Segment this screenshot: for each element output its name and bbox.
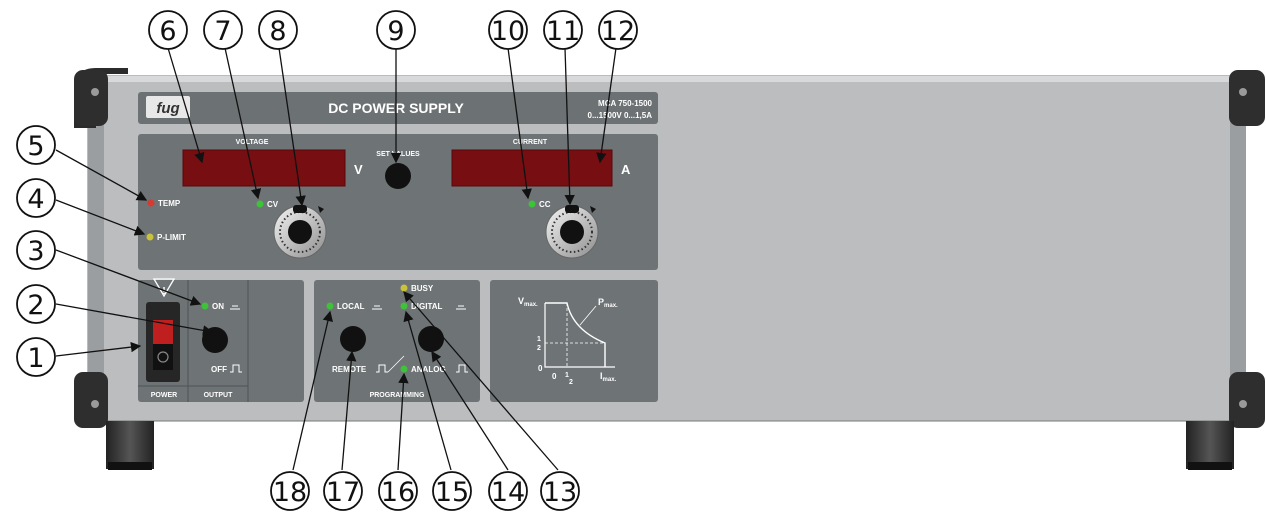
svg-text:13: 13 [543,477,577,508]
power-output-panel: ! POWER ON OFF OUTPUT [138,278,304,402]
svg-text:6: 6 [159,16,176,47]
off-label: OFF [211,365,227,374]
callout-13: 13 [540,471,580,511]
device-model: MCA 750-1500 [598,99,653,108]
local-label: LOCAL [337,302,365,311]
voltage-knob[interactable] [273,205,327,259]
current-display [451,149,613,187]
callout-3: 3 [16,230,56,270]
callout-14: 14 [488,471,528,511]
svg-text:12: 12 [601,16,635,47]
current-unit: A [621,162,631,177]
temp-led [147,199,155,207]
on-label: ON [212,302,224,311]
set-values-label: SET VALUES [376,151,420,158]
analog-label: ANALOG [411,365,446,374]
cc-led [528,200,536,208]
callout-16: 16 [378,471,418,511]
callout-17: 17 [323,471,363,511]
svg-text:9: 9 [387,16,404,47]
callout-7: 7 [203,10,243,50]
svg-text:1: 1 [27,343,44,374]
display-panel: VOLTAGE V SET VALUES CURRENT A TEMP P-LI… [138,134,658,270]
vmax-label: Vmax. [518,296,538,308]
callout-18: 18 [270,471,310,511]
plimit-led [146,233,154,241]
callout-2: 2 [16,284,56,324]
voltage-display [182,149,346,187]
svg-text:14: 14 [491,477,525,508]
svg-text:16: 16 [381,477,415,508]
half-v-num: 1 [537,336,541,343]
callout-4: 4 [16,178,56,218]
voltage-label: VOLTAGE [236,139,269,146]
pmax-label: Pmax. [598,297,618,309]
current-knob[interactable] [545,205,599,259]
cc-label: CC [539,200,551,209]
on-led [201,302,209,310]
local-led [326,302,334,310]
callout-12: 12 [598,10,638,50]
callout-6: 6 [148,10,188,50]
svg-text:!: ! [162,286,165,297]
local-remote-button[interactable] [340,326,366,352]
callout-11: 11 [543,10,583,50]
warning-icon [152,278,176,298]
zero-y-label: 0 [538,364,543,373]
busy-label: BUSY [411,284,434,293]
callout-8: 8 [258,10,298,50]
power-switch[interactable] [146,302,180,382]
corner-brackets [74,68,1265,428]
svg-text:2: 2 [27,290,44,321]
svg-text:17: 17 [326,477,360,508]
characteristic-panel: Vmax. Pmax. Imax. 0 0 1 2 1 2 [490,280,658,402]
callouts: 1 2 3 4 5 6 7 8 9 10 11 12 13 14 15 16 1… [16,10,638,511]
title-strip: fug DC POWER SUPPLY MCA 750-1500 0...150… [138,92,658,124]
svg-text:3: 3 [27,236,44,267]
voltage-unit: V [354,162,363,177]
remote-label: REMOTE [332,365,367,374]
half-i-num: 1 [565,372,569,379]
digital-label: DIGITAL [411,302,443,311]
programming-panel: BUSY LOCAL DIGITAL REMOTE ANALOG PROGRAM… [314,280,480,402]
callout-leaders [55,47,617,471]
svg-text:8: 8 [269,16,286,47]
svg-text:15: 15 [435,477,469,508]
imax-label: Imax. [600,371,617,383]
half-i-den: 2 [569,379,573,386]
callout-9: 9 [376,10,416,50]
device-range: 0...1500V 0...1,5A [588,111,653,120]
fug-logo [146,96,190,118]
set-values-button[interactable] [385,163,411,189]
svg-text:4: 4 [27,184,44,215]
output-label: OUTPUT [204,392,234,399]
svg-text:7: 7 [214,16,231,47]
zero-x-label: 0 [552,372,557,381]
digital-led [400,302,408,310]
cv-led [256,200,264,208]
svg-text:11: 11 [546,16,580,47]
programming-label: PROGRAMMING [370,392,425,399]
callout-1: 1 [16,337,56,377]
cv-label: CV [267,200,279,209]
digital-analog-button[interactable] [418,326,444,352]
analog-led [400,365,408,373]
current-label: CURRENT [513,139,548,146]
callout-15: 15 [432,471,472,511]
svg-text:18: 18 [273,477,307,508]
svg-text:10: 10 [491,16,525,47]
plimit-label: P-LIMIT [157,233,186,242]
logo-text: fug [156,100,179,117]
callout-10: 10 [488,10,528,50]
feet [106,421,1234,470]
busy-led [400,284,408,292]
half-v-den: 2 [537,345,541,352]
callout-5: 5 [16,125,56,165]
power-label: POWER [151,392,177,399]
temp-label: TEMP [158,199,181,208]
svg-text:5: 5 [27,131,44,162]
